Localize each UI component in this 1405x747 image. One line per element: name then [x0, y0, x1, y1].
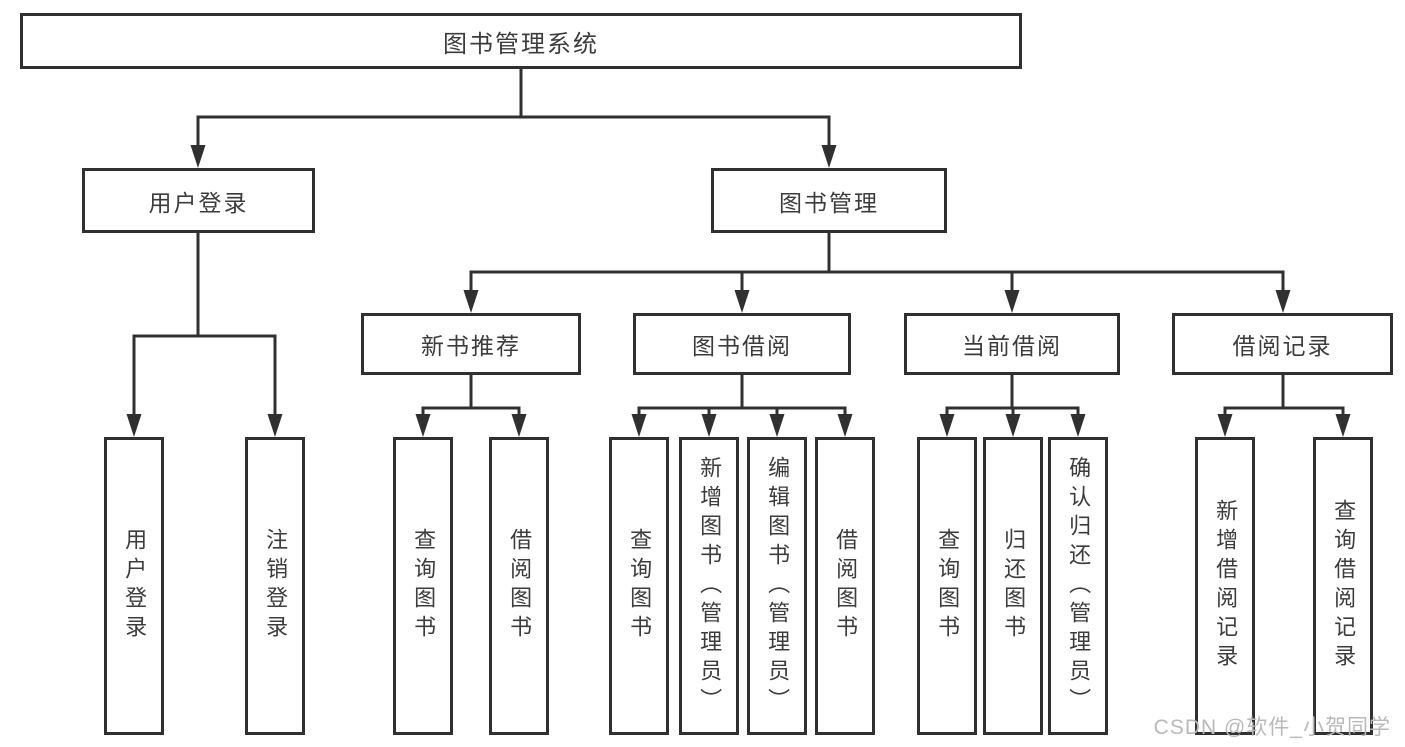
arrow-down-icon [1335, 414, 1351, 437]
node-library-management-system: 图书管理系统 [20, 13, 1022, 69]
connector-book-management [469, 233, 1285, 292]
arrow-down-icon [1217, 414, 1233, 437]
node-user-login: 用户登录 [82, 168, 315, 233]
node-add-borrow-record: 新增借阅记录 [1195, 437, 1255, 735]
arrow-down-icon [126, 414, 142, 437]
arrow-down-icon [631, 414, 647, 437]
arrow-down-icon [415, 414, 431, 437]
node-add-books-admin: 新增图书（管理员） [679, 437, 739, 735]
node-new-book-recommend: 新书推荐 [361, 313, 581, 375]
arrowheads [126, 145, 1351, 437]
arrow-down-icon [1070, 414, 1086, 437]
arrow-down-icon [939, 414, 955, 437]
arrow-down-icon [190, 145, 206, 168]
node-current-borrowing: 当前借阅 [904, 313, 1120, 375]
arrow-down-icon [734, 290, 750, 313]
node-query-borrow-record: 查询借阅记录 [1313, 437, 1373, 735]
connector-borrowing-records [1223, 375, 1345, 416]
node-query-books-recommend: 查询图书 [393, 437, 453, 735]
connector-current-borrowing [945, 375, 1080, 416]
node-query-books-current: 查询图书 [917, 437, 977, 735]
arrow-down-icon [1275, 290, 1291, 313]
node-book-borrowing: 图书借阅 [633, 313, 851, 375]
arrow-down-icon [267, 414, 283, 437]
connector-book-borrowing [637, 375, 847, 416]
arrow-down-icon [1005, 414, 1021, 437]
arrow-down-icon [463, 290, 479, 313]
connector-new-book-recommend [421, 375, 521, 416]
node-borrow-books-borrowing: 借阅图书 [815, 437, 875, 735]
node-borrowing-records: 借阅记录 [1172, 313, 1393, 375]
arrow-down-icon [1004, 290, 1020, 313]
node-query-books-borrowing: 查询图书 [609, 437, 669, 735]
arrow-down-icon [701, 414, 717, 437]
node-logout: 注销登录 [245, 437, 305, 735]
node-return-books: 归还图书 [983, 437, 1043, 735]
node-confirm-return-admin: 确认归还（管理员） [1048, 437, 1108, 735]
connector-root [196, 69, 831, 147]
node-edit-books-admin: 编辑图书（管理员） [747, 437, 807, 735]
node-user-login-leaf: 用户登录 [104, 437, 164, 735]
arrow-down-icon [837, 414, 853, 437]
arrow-down-icon [821, 145, 837, 168]
node-book-management: 图书管理 [711, 168, 947, 233]
arrow-down-icon [769, 414, 785, 437]
arrow-down-icon [511, 414, 527, 437]
csdn-watermark: CSDN @软件_小贺同学 [1153, 716, 1391, 739]
node-borrow-books-recommend: 借阅图书 [489, 437, 549, 735]
connector-user-login [132, 232, 277, 416]
